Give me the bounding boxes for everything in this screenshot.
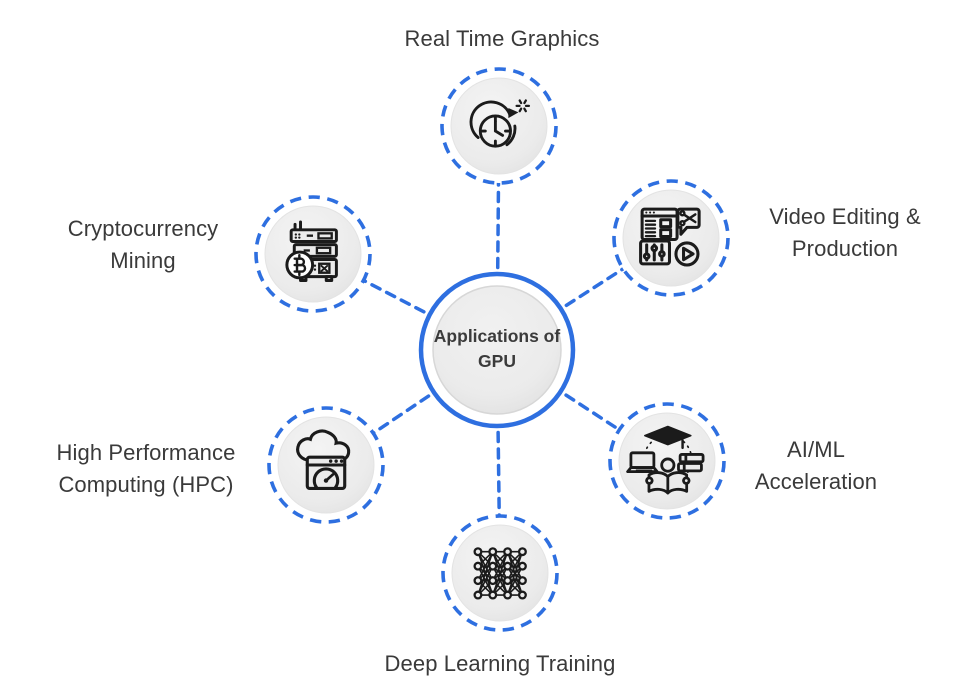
cloud-gauge-icon <box>296 429 351 490</box>
center-title: Applications of GPU <box>433 326 561 372</box>
node-label-hpc: High Performance Computing (HPC) <box>56 440 236 498</box>
node-label-real-time-graphics: Real Time Graphics <box>404 26 600 51</box>
learning-icon <box>626 425 705 495</box>
node-label-deep-learning: Deep Learning Training <box>384 651 616 676</box>
video-editing-icon <box>639 207 701 267</box>
clock-realtime-icon <box>469 99 531 148</box>
node-label-video-editing: Video Editing & Production <box>769 204 921 262</box>
node-label-ai-ml: AI/ML Acceleration <box>754 437 878 495</box>
neural-network-icon <box>473 547 527 600</box>
center-circle <box>418 271 576 429</box>
node-label-crypto-mining: Cryptocurrency Mining <box>67 216 219 274</box>
node-circle-real-time-graphics <box>440 67 558 185</box>
bitcoin-mining-rig-icon <box>285 220 338 283</box>
